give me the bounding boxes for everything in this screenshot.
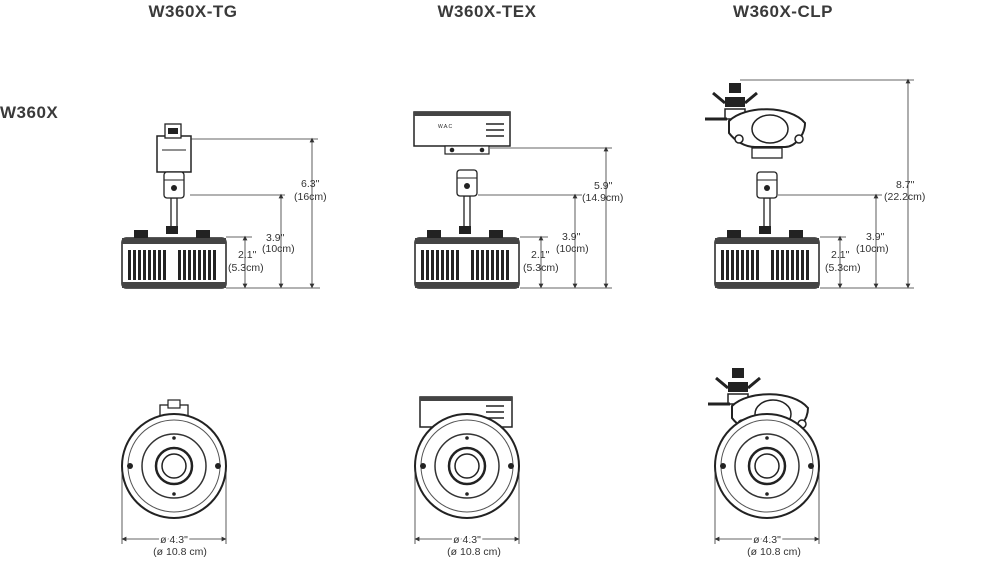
clp-mid-dim: 3.9" — [866, 231, 885, 243]
heading-w360x-clp: W360X-CLP — [733, 2, 833, 21]
clp-total-dim: 8.7" — [896, 179, 915, 191]
tex-front-view — [413, 396, 521, 520]
clp-front-view — [706, 366, 821, 520]
clp-body-dim-cm: (5.3cm) — [825, 262, 861, 274]
tex-side-view: W.A.C — [413, 111, 519, 288]
tg-body-dim-cm: (5.3cm) — [228, 262, 264, 274]
tg-dia-cm: (ø 10.8 cm) — [153, 546, 207, 558]
tex-body-dim: 2.1" — [531, 249, 550, 261]
tex-dia-cm: (ø 10.8 cm) — [447, 546, 501, 558]
tg-body-dim: 2.1" — [238, 249, 257, 261]
clp-side-view — [703, 81, 819, 288]
clp-dimensions: 8.7" (22.2cm) 3.9" (10cm) 2.1" (5.3cm) — [740, 78, 925, 289]
heading-w360x-tg: W360X-TG — [148, 2, 238, 21]
side-label-w360x: W360X — [0, 103, 59, 122]
tg-diameter-dim: ø 4.3" (ø 10.8 cm) — [121, 470, 227, 558]
tg-dimensions: 6.3" (16cm) 3.9" (10cm) 2.1" (5.3cm) — [190, 137, 327, 289]
tg-dia: ø 4.3" — [160, 534, 188, 546]
tg-total-dim: 6.3" — [301, 178, 320, 190]
tg-side-view — [122, 123, 226, 288]
clp-dia-cm: (ø 10.8 cm) — [747, 546, 801, 558]
clp-dia: ø 4.3" — [753, 534, 781, 546]
tg-total-dim-cm: (16cm) — [294, 191, 327, 203]
tex-brand-mark: W.A.C — [438, 124, 453, 130]
clp-total-dim-cm: (22.2cm) — [884, 191, 925, 203]
tex-total-dim: 5.9" — [594, 180, 613, 192]
heading-w360x-tex: W360X-TEX — [437, 2, 537, 21]
clp-diameter-dim: ø 4.3" (ø 10.8 cm) — [714, 470, 820, 558]
tex-diameter-dim: ø 4.3" (ø 10.8 cm) — [414, 470, 520, 558]
tg-mid-dim: 3.9" — [266, 232, 285, 244]
tg-front-view — [120, 399, 228, 520]
clp-body-dim: 2.1" — [831, 249, 850, 261]
clp-mid-dim-cm: (10cm) — [856, 243, 889, 255]
tex-dia: ø 4.3" — [453, 534, 481, 546]
tg-mid-dim-cm: (10cm) — [262, 243, 295, 255]
tex-mid-dim: 3.9" — [562, 231, 581, 243]
tex-total-dim-cm: (14.9cm) — [582, 192, 623, 204]
tex-body-dim-cm: (5.3cm) — [523, 262, 559, 274]
tex-mid-dim-cm: (10cm) — [556, 243, 589, 255]
tex-dimensions: 5.9" (14.9cm) 3.9" (10cm) 2.1" (5.3cm) — [478, 146, 623, 289]
